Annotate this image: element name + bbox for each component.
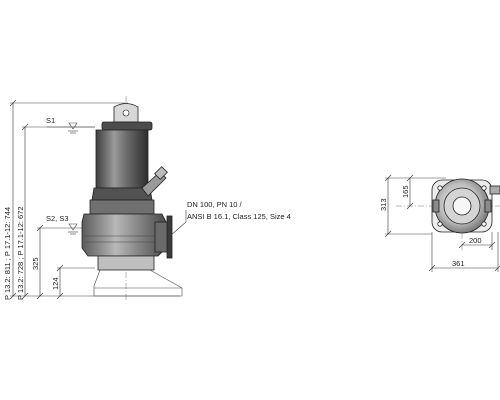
water-level-icon xyxy=(68,122,78,134)
dim-313-label: 313 xyxy=(379,198,388,211)
dim-124-label: 124 xyxy=(51,277,60,290)
motor-housing xyxy=(95,129,149,189)
side-elevation: P 13.2: 811 ; P 17.1-12: 744 P 13.2: 728… xyxy=(3,96,291,302)
pump-side-view xyxy=(81,103,183,297)
s2s3-label: S2, S3 xyxy=(46,214,69,223)
inner-height-label: P 13.2: 728 ; P 17.1-12: 672 xyxy=(16,206,25,300)
connection-note-line2: ANSI B 16.1, Class 125, Size 4 xyxy=(187,212,291,221)
plan-view: 313 165 200 361 xyxy=(379,174,500,272)
dim-165-label: 165 xyxy=(401,185,410,198)
cable-gland xyxy=(141,166,168,197)
pump-housing xyxy=(81,213,167,257)
dim-200-label: 200 xyxy=(469,236,482,245)
plan-cable-gland xyxy=(489,185,500,195)
dim-361-label: 361 xyxy=(452,259,465,268)
plan-outlet-bore xyxy=(452,196,472,216)
connection-leader xyxy=(169,221,187,237)
s1-label: S1 xyxy=(46,116,55,125)
dim-325-label: 325 xyxy=(31,257,40,270)
water-level-icon xyxy=(68,223,78,235)
pump-pedestal xyxy=(93,269,183,297)
outer-height-label: P 13.2: 811 ; P 17.1-12: 744 xyxy=(3,207,12,300)
connection-note-line1: DN 100, PN 10 / xyxy=(187,200,243,209)
